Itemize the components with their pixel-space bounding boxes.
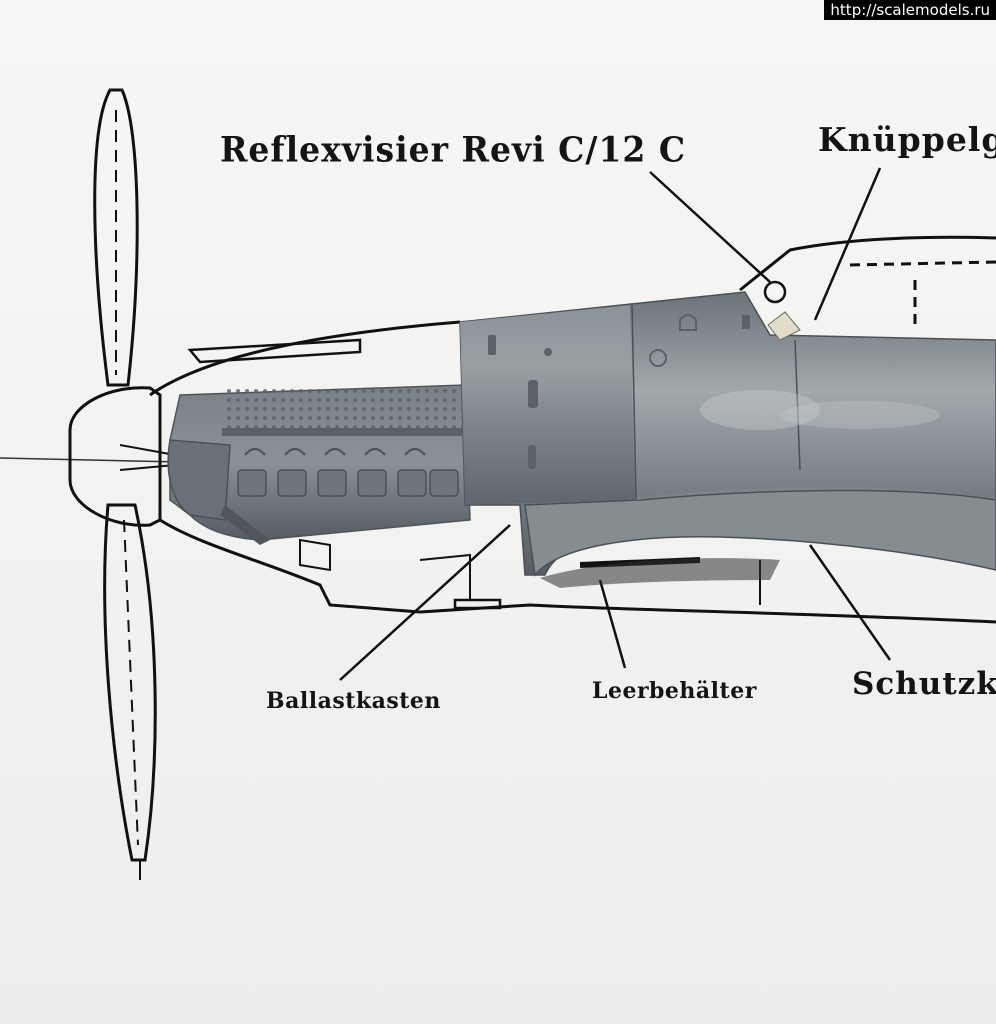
engine-part bbox=[167, 384, 471, 545]
watermark-url: http://scalemodels.ru bbox=[824, 0, 996, 20]
model-shadow bbox=[540, 558, 780, 588]
fuselage-outline-drawing bbox=[149, 167, 996, 681]
label-control-stick: Knüppelgr bbox=[818, 120, 996, 159]
centerline bbox=[0, 457, 181, 463]
propeller-drawing bbox=[68, 88, 176, 880]
label-protection-box: Schutzka bbox=[852, 666, 996, 702]
label-ballast-box: Ballastkasten bbox=[266, 688, 441, 714]
fuselage-part bbox=[459, 291, 996, 577]
label-reflex-sight: Reflexvisier Revi C/12 C bbox=[220, 129, 687, 170]
label-empty-container: Leerbehälter bbox=[592, 678, 757, 704]
